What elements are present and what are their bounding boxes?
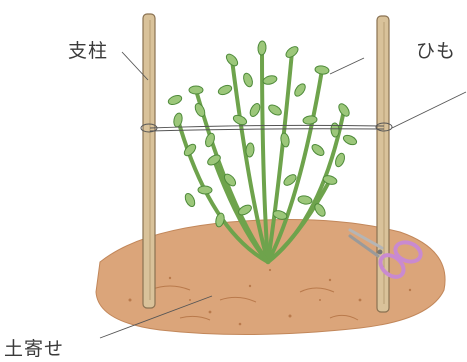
leaf [262, 74, 278, 85]
leaf [248, 102, 262, 118]
label-soil-mound: 土寄せ [4, 334, 64, 361]
leaf [189, 86, 203, 94]
leaf [245, 143, 254, 158]
leaf [337, 102, 352, 118]
leaf [342, 133, 358, 146]
leaf [167, 94, 183, 107]
leaf [315, 65, 330, 75]
leaf [258, 41, 267, 56]
leaf [293, 82, 308, 98]
leaf [232, 113, 248, 126]
leaf [303, 115, 318, 125]
leaf [183, 192, 196, 208]
stake-left [143, 14, 155, 308]
label-stake: 支柱 [68, 36, 108, 63]
leaf [334, 152, 346, 168]
leaf [217, 84, 233, 97]
leaf [297, 195, 312, 205]
leaf [198, 186, 212, 194]
leaf [310, 142, 326, 157]
label-string: ひも [416, 36, 456, 63]
leaf [224, 52, 239, 68]
leaf [242, 72, 254, 88]
leaf [267, 103, 283, 117]
leaf [173, 112, 184, 127]
